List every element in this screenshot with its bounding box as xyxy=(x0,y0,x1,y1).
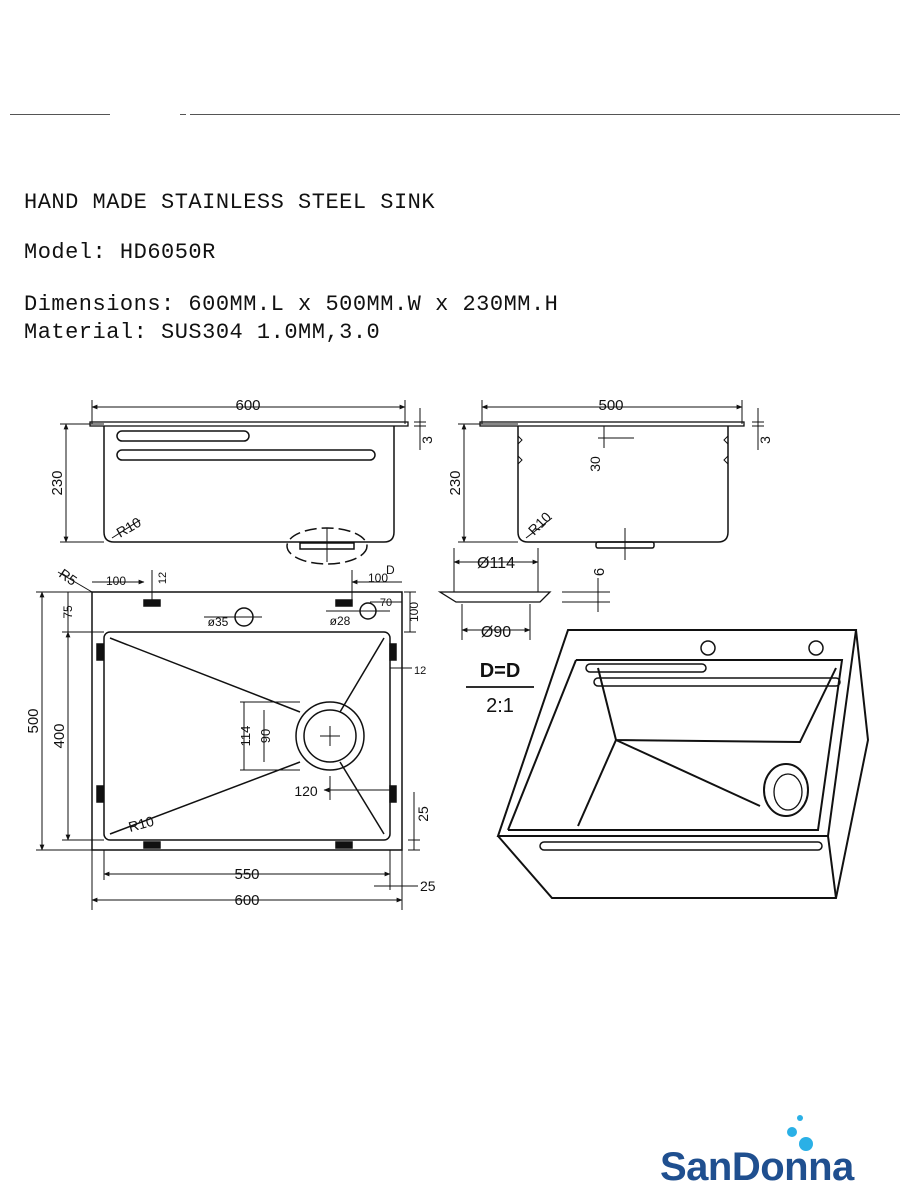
section-scale: 2:1 xyxy=(486,695,514,717)
dim-drain-small: 6 xyxy=(591,568,608,576)
dim-top-75: 75 xyxy=(61,605,75,619)
dim-side-radius: R10 xyxy=(525,508,555,538)
section-label: D=D xyxy=(480,660,521,682)
dim-top-70: 70 xyxy=(380,597,392,609)
spec-dimensions: Dimensions: 600MM.L x 500MM.W x 230MM.H xyxy=(24,292,559,317)
dim-top-100-right: 100 xyxy=(368,571,388,585)
technical-drawing: 600 230 3 R10 500 230 3 30 R10 xyxy=(25,397,870,910)
dim-top-d: D xyxy=(386,563,395,577)
dim-top-25-right: 25 xyxy=(415,806,431,822)
drain-detail xyxy=(437,548,610,640)
bubbles-icon xyxy=(787,1115,813,1151)
dim-side-height: 230 xyxy=(447,470,464,495)
header-rule-left xyxy=(10,114,110,115)
dim-top-28: ø28 xyxy=(330,614,351,628)
dim-top-600: 600 xyxy=(234,892,259,909)
spec-model: Model: HD6050R xyxy=(24,240,216,265)
header-rule-dot xyxy=(180,114,186,115)
dim-top-r5: R5 xyxy=(56,565,80,588)
dim-drain-top: Ø114 xyxy=(477,555,515,572)
dim-front-top: 3 xyxy=(419,436,435,444)
dim-top-12-left: 12 xyxy=(157,572,169,584)
isometric-view xyxy=(496,629,870,899)
dim-top-90: 90 xyxy=(258,729,273,743)
header-rule-right xyxy=(190,114,900,115)
spec-material: Material: SUS304 1.0MM,3.0 xyxy=(24,320,381,345)
top-view xyxy=(36,570,420,910)
dim-top-100-side: 100 xyxy=(407,602,421,622)
dim-top-114: 114 xyxy=(238,726,253,747)
dim-top-500: 500 xyxy=(25,708,42,733)
dim-side-top: 3 xyxy=(757,436,773,444)
dim-top-12-side: 12 xyxy=(414,665,426,677)
dim-top-100-left: 100 xyxy=(106,574,126,588)
dim-front-height: 230 xyxy=(49,470,66,495)
dim-top-120: 120 xyxy=(294,783,318,799)
dim-drain-bottom: Ø90 xyxy=(481,624,511,641)
dim-front-width: 600 xyxy=(235,397,260,414)
front-view xyxy=(60,400,426,565)
dim-side-depth: 30 xyxy=(587,456,603,472)
side-view xyxy=(458,400,764,560)
dim-top-400: 400 xyxy=(51,723,68,748)
dim-top-25-bottom: 25 xyxy=(420,878,436,894)
spec-title: HAND MADE STAINLESS STEEL SINK xyxy=(24,190,436,215)
dim-front-radius: R10 xyxy=(114,514,144,541)
sandonna-logo: SanDonna xyxy=(660,1110,890,1190)
dim-top-r10: R10 xyxy=(127,813,156,835)
dim-side-width: 500 xyxy=(598,397,623,414)
dim-top-35: ø35 xyxy=(208,615,229,629)
dim-top-550: 550 xyxy=(234,866,259,883)
logo-text: SanDonna xyxy=(660,1145,854,1189)
